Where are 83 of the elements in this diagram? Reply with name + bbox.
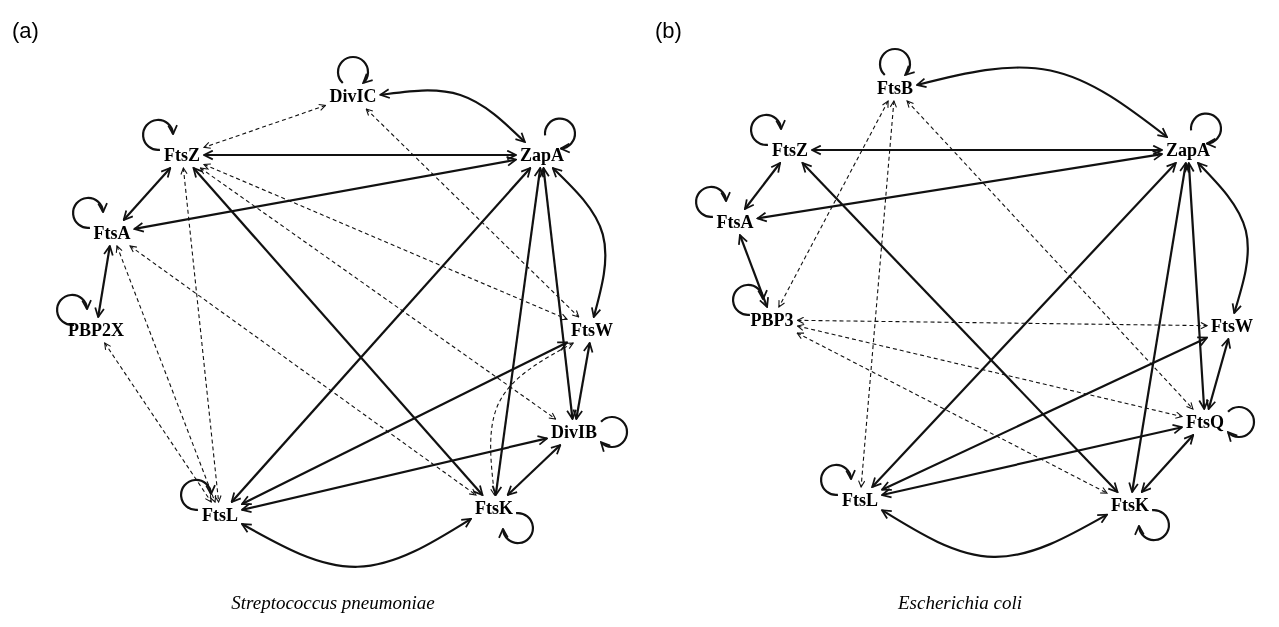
interaction-arrow bbox=[365, 108, 580, 318]
organism-caption: Escherichia coli bbox=[898, 592, 1022, 614]
protein-label: FtsK bbox=[474, 498, 514, 518]
self-loop-arrow bbox=[732, 283, 768, 316]
protein-label: FtsL bbox=[841, 490, 879, 510]
interaction-arrow bbox=[94, 245, 114, 318]
interaction-arrow bbox=[1205, 338, 1232, 410]
interaction-arrow bbox=[199, 167, 557, 420]
interaction-arrow bbox=[133, 156, 517, 233]
self-loop-arrow bbox=[180, 478, 216, 511]
panel-label: (a) bbox=[12, 18, 39, 44]
protein-label: FtsZ bbox=[163, 145, 201, 165]
interaction-arrow bbox=[858, 100, 897, 488]
self-loop-arrow bbox=[820, 463, 856, 496]
self-loop-arrow bbox=[336, 55, 374, 84]
interaction-arrow bbox=[871, 162, 1177, 488]
organism-caption: Streptococcus pneumoniae bbox=[231, 592, 435, 614]
self-loop-arrow bbox=[1227, 405, 1256, 443]
interaction-arrow bbox=[539, 167, 577, 420]
interaction-arrow bbox=[203, 104, 327, 149]
interaction-arrow bbox=[230, 167, 532, 503]
self-loop-arrow bbox=[1134, 509, 1170, 542]
interaction-arrow bbox=[180, 167, 222, 503]
interaction-arrow bbox=[1197, 162, 1249, 314]
interaction-arrow bbox=[203, 149, 517, 161]
interaction-arrow bbox=[906, 100, 1194, 410]
self-loop-arrow bbox=[878, 47, 916, 76]
interaction-arrow bbox=[241, 341, 568, 506]
self-loop-arrow bbox=[1189, 112, 1222, 148]
protein-label: FtsK bbox=[1110, 495, 1150, 515]
protein-label: FtsL bbox=[201, 505, 239, 525]
protein-label: ZapA bbox=[519, 145, 565, 165]
interaction-arrow bbox=[881, 336, 1208, 491]
interaction-arrow bbox=[379, 88, 526, 143]
interaction-arrow bbox=[203, 163, 568, 321]
interaction-arrow bbox=[104, 342, 212, 503]
interaction-arrow bbox=[115, 245, 217, 503]
self-loop-arrow bbox=[56, 293, 92, 326]
protein-label: FtsB bbox=[876, 78, 914, 98]
protein-label: ZapA bbox=[1165, 140, 1211, 160]
self-loop-arrow bbox=[142, 118, 178, 151]
protein-label: FtsA bbox=[715, 212, 755, 232]
interaction-arrow bbox=[572, 342, 594, 420]
interaction-arrow bbox=[1184, 162, 1209, 410]
interaction-arrow bbox=[796, 323, 1183, 419]
self-loop-arrow bbox=[543, 117, 576, 153]
self-loop-arrow bbox=[498, 512, 534, 545]
interaction-arrow bbox=[241, 435, 548, 513]
interaction-arrow bbox=[506, 444, 562, 496]
interaction-arrow bbox=[811, 144, 1163, 156]
interaction-arrow bbox=[1128, 162, 1190, 493]
self-loop-arrow bbox=[600, 415, 629, 453]
protein-label: FtsA bbox=[92, 223, 132, 243]
interaction-arrow bbox=[241, 517, 472, 568]
interaction-arrow bbox=[778, 100, 889, 308]
interaction-arrow bbox=[796, 332, 1108, 494]
protein-label: FtsW bbox=[1210, 316, 1254, 336]
protein-label: PBP3 bbox=[749, 310, 795, 330]
interaction-arrow bbox=[490, 342, 574, 496]
self-loop-arrow bbox=[72, 196, 108, 229]
interaction-arrow bbox=[738, 234, 769, 308]
self-loop-arrow bbox=[695, 185, 731, 218]
protein-label: FtsW bbox=[570, 320, 614, 340]
self-loop-arrow bbox=[750, 113, 786, 146]
interaction-arrow bbox=[192, 167, 484, 496]
panel-label: (b) bbox=[655, 18, 682, 44]
interaction-arrow bbox=[491, 167, 545, 496]
interaction-arrow bbox=[916, 66, 1168, 138]
interaction-arrow bbox=[881, 423, 1183, 499]
interaction-arrow bbox=[801, 162, 1119, 493]
protein-label: DivIB bbox=[550, 422, 598, 442]
interaction-arrow bbox=[1140, 434, 1195, 493]
interaction-arrow bbox=[122, 167, 172, 221]
interaction-arrow bbox=[744, 162, 781, 210]
protein-label: PBP2X bbox=[67, 320, 125, 340]
interaction-arrow bbox=[756, 150, 1163, 223]
protein-label: DivIC bbox=[328, 86, 378, 106]
interaction-arrow bbox=[129, 245, 477, 496]
interaction-arrow bbox=[881, 509, 1108, 559]
protein-label: FtsZ bbox=[771, 140, 809, 160]
protein-label: FtsQ bbox=[1185, 412, 1225, 432]
interaction-arrow bbox=[796, 316, 1208, 330]
interaction-arrow bbox=[551, 167, 607, 318]
